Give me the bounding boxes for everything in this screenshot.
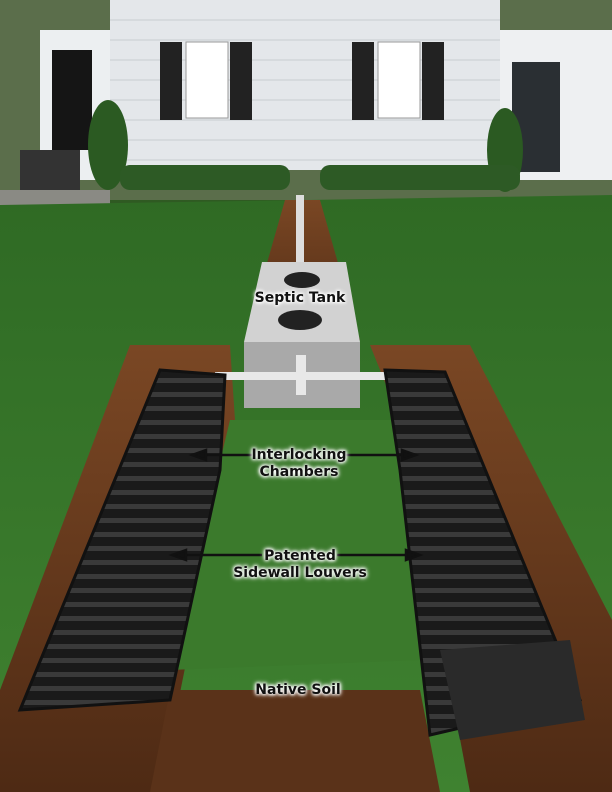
native-soil-cutaway xyxy=(150,690,440,792)
sidewall-louvers-line-2: Sidewall Louvers xyxy=(233,565,367,581)
interlocking-chambers-label: Interlocking Chambers xyxy=(251,447,346,481)
interlocking-chambers-line-1: Interlocking xyxy=(251,447,347,463)
interlocking-chambers-line-2: Chambers xyxy=(259,464,339,480)
front-door xyxy=(52,50,92,150)
sidewall-louvers-label: Patented Sidewall Louvers xyxy=(233,548,367,582)
house xyxy=(0,0,612,220)
sidewall-louvers-line-1: Patented xyxy=(264,548,336,564)
left-chamber xyxy=(17,368,227,712)
center-lawn-strip xyxy=(170,420,420,670)
label-arrows xyxy=(168,448,424,562)
chamber-end-cap xyxy=(440,640,585,740)
septic-tank-label: Septic Tank xyxy=(254,290,346,306)
native-soil-label: Native Soil xyxy=(255,682,341,698)
